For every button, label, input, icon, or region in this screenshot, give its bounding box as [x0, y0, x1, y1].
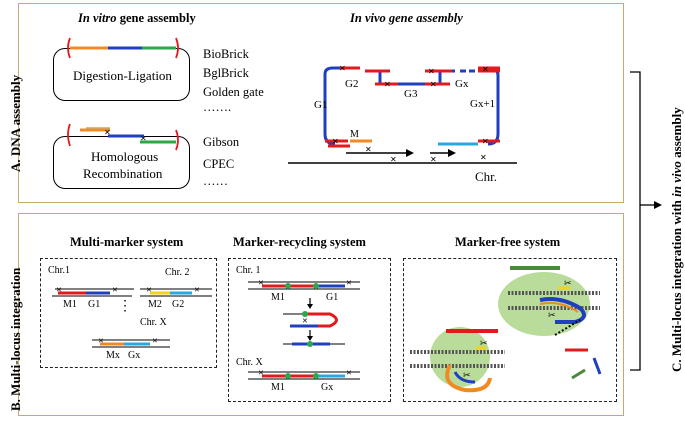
mm-m1: M1 [63, 299, 77, 310]
panel-c-label-suffix: assembly [669, 107, 684, 162]
method-ellipsis-2: …… [203, 174, 228, 188]
svg-text:✕: ✕ [480, 153, 487, 162]
svg-text:✕: ✕ [152, 337, 158, 345]
mr-g1: G1 [326, 292, 339, 303]
mm-chrx: Chr. X [140, 317, 167, 328]
mm-dots: ⋮ [118, 299, 132, 314]
svg-text:✕: ✕ [339, 64, 346, 73]
method-golden-gate: Golden gate [203, 85, 264, 99]
gene-label-m: M [350, 129, 359, 140]
gene-label-gx1: Gx+1 [470, 98, 496, 110]
svg-text:✕: ✕ [430, 155, 437, 164]
marker-free-title: Marker-free system [455, 235, 561, 249]
svg-text:✕: ✕ [482, 137, 489, 146]
svg-text:✕: ✕ [332, 137, 339, 146]
gene-label-g3: G3 [404, 88, 418, 100]
svg-text:✕: ✕ [258, 279, 264, 287]
svg-text:✕: ✕ [302, 317, 308, 325]
svg-text:✕: ✕ [56, 286, 62, 294]
gene-label-gx: Gx [455, 78, 469, 90]
mr-gx: Gx [321, 382, 334, 393]
svg-text:✕: ✕ [346, 279, 352, 287]
gene-label-g1: G1 [314, 99, 328, 111]
svg-text:✂: ✂ [463, 371, 471, 381]
svg-text:✕: ✕ [258, 369, 264, 377]
homologous-label-2: Recombination [83, 166, 163, 181]
mm-g1: G1 [88, 299, 101, 310]
mr-chrx: Chr. X [236, 357, 263, 368]
svg-text:✕: ✕ [104, 128, 111, 137]
mr-chr1: Chr. 1 [236, 265, 261, 276]
svg-text:✕: ✕ [194, 286, 200, 294]
svg-text:✕: ✕ [146, 286, 152, 294]
svg-text:✂: ✂ [480, 339, 488, 349]
multi-marker-title: Multi-marker system [70, 235, 184, 249]
mm-m2: M2 [148, 299, 162, 310]
panel-b-multi-locus [18, 213, 624, 416]
svg-text:✂: ✂ [564, 279, 572, 289]
svg-text:✕: ✕ [112, 286, 118, 294]
svg-text:✕: ✕ [346, 369, 352, 377]
svg-text:✕: ✕ [384, 80, 391, 89]
method-biobrick: BioBrick [203, 47, 249, 61]
mr-m1-bottom: M1 [271, 382, 285, 393]
svg-text:✕: ✕ [140, 134, 147, 143]
panel-c-label: C. Multi-locus integration with in vivo … [669, 107, 685, 372]
digestion-ligation-label: Digestion-Ligation [73, 68, 172, 83]
svg-text:✕: ✕ [365, 145, 372, 154]
method-gibson: Gibson [203, 135, 240, 149]
panel-c-label-prefix: C. Multi-locus integration with [669, 196, 684, 372]
in-vitro-title: In vitro gene assembly [78, 12, 196, 25]
panel-a-dna-assembly [18, 3, 624, 203]
mr-m1-top: M1 [271, 292, 285, 303]
mm-chr1: Chr.1 [48, 265, 70, 276]
mm-g2: G2 [172, 299, 185, 310]
svg-text:✂: ✂ [548, 311, 556, 321]
homologous-label-1: Homologous [91, 149, 159, 164]
svg-text:✕: ✕ [390, 155, 397, 164]
svg-text:✕: ✕ [482, 65, 489, 74]
chromosome-label: Chr. [475, 169, 498, 184]
svg-text:✕: ✕ [98, 337, 104, 345]
mm-gx: Gx [128, 350, 141, 361]
multi-marker-box [40, 258, 217, 368]
mm-chr2: Chr. 2 [165, 267, 190, 278]
method-bglbrick: BglBrick [203, 66, 249, 80]
marker-free-box [403, 258, 617, 402]
panel-c-label-italic: in vivo [669, 161, 684, 197]
marker-recycling-title: Marker-recycling system [233, 235, 366, 249]
mm-mx: Mx [106, 350, 120, 361]
method-cpec: CPEC [203, 157, 235, 171]
in-vitro-rest: gene assembly [116, 11, 196, 25]
gene-label-g2: G2 [345, 78, 359, 90]
in-vitro-italic: In vitro [78, 11, 117, 25]
method-ellipsis-1: ……. [203, 100, 232, 114]
in-vivo-title: In vivo gene assembly [350, 11, 463, 25]
svg-text:✕: ✕ [430, 80, 437, 89]
svg-text:✕: ✕ [428, 67, 435, 76]
marker-recycling-box [228, 258, 391, 402]
